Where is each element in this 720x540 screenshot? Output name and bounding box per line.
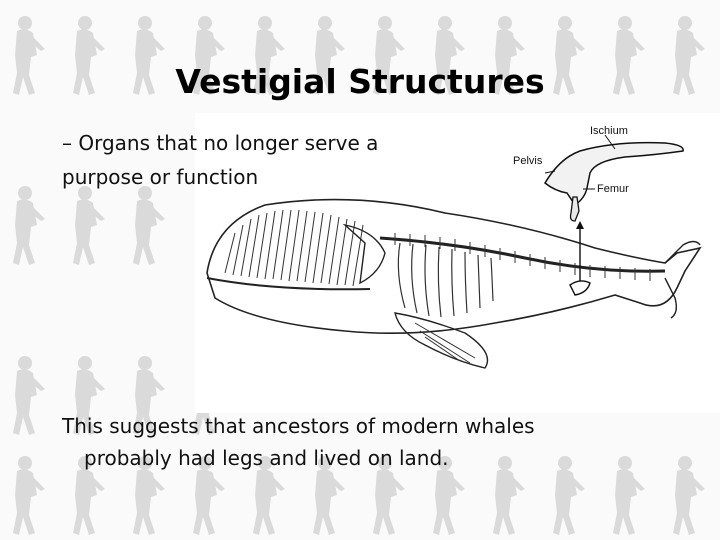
ischium-label: Ischium bbox=[590, 125, 628, 137]
caption-text: This suggests that ancestors of modern w… bbox=[62, 410, 672, 474]
whale-body-outline bbox=[206, 198, 702, 335]
whale-skeleton-illustration: Ischium Pelvis Femur bbox=[195, 113, 720, 413]
vestigial-pelvis-in-body bbox=[569, 280, 591, 296]
pelvis-label: Pelvis bbox=[513, 155, 543, 167]
whale-tail-fluke bbox=[664, 240, 701, 319]
flipper-bones bbox=[414, 322, 476, 364]
baleen-plates bbox=[224, 209, 364, 287]
whale-jaw-line bbox=[206, 277, 371, 291]
femur-detail bbox=[569, 196, 580, 222]
vertebrae bbox=[394, 233, 651, 281]
caption-line-1: This suggests that ancestors of modern w… bbox=[62, 414, 535, 438]
whale-skull bbox=[342, 223, 386, 285]
slide-title: Vestigial Structures bbox=[0, 62, 720, 101]
whale-flipper bbox=[394, 312, 489, 369]
femur-label: Femur bbox=[597, 183, 629, 195]
bullet-definition: – Organs that no longer serve a purpose … bbox=[62, 131, 379, 189]
ribs bbox=[397, 242, 494, 318]
pelvis-detail bbox=[544, 141, 684, 207]
caption-line-2: probably had legs and lived on land. bbox=[84, 446, 449, 470]
whale-skeleton-drawing bbox=[206, 134, 702, 369]
pelvis-leader bbox=[544, 170, 556, 174]
ischium-leader bbox=[604, 134, 616, 150]
slide-title-text: Vestigial Structures bbox=[175, 62, 545, 101]
